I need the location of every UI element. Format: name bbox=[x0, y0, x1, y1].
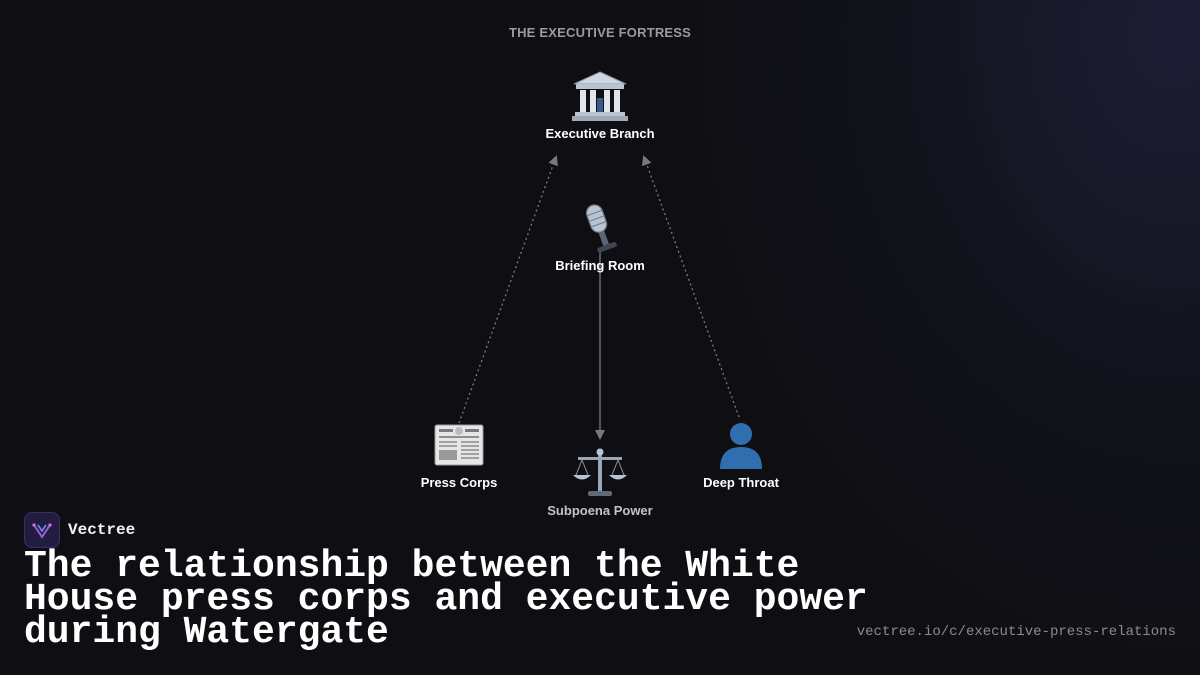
node-briefing-room: Briefing Room bbox=[510, 200, 690, 273]
diagram-heading: THE EXECUTIVE FORTRESS bbox=[508, 25, 692, 40]
node-deep-throat: Deep Throat bbox=[651, 417, 831, 490]
node-label: Briefing Room bbox=[555, 258, 645, 273]
node-press-corps: Press Corps bbox=[369, 417, 549, 490]
node-label: Deep Throat bbox=[703, 475, 779, 490]
source-url[interactable]: vectree.io/c/executive-press-relations bbox=[856, 624, 1176, 640]
classical-building-icon bbox=[570, 68, 630, 124]
brand: Vectree bbox=[24, 512, 135, 548]
edge-deepthroat-to-executive bbox=[642, 155, 740, 418]
newspaper-icon bbox=[429, 417, 489, 473]
balance-scale-icon bbox=[570, 445, 630, 501]
page-title: The relationship between the White House… bbox=[24, 545, 868, 654]
person-silhouette-icon bbox=[711, 417, 771, 473]
node-executive-branch: Executive Branch bbox=[510, 68, 690, 141]
vectree-logo-icon bbox=[24, 512, 60, 548]
node-label: Subpoena Power bbox=[547, 503, 653, 518]
node-label: Executive Branch bbox=[545, 126, 655, 141]
background-glow bbox=[680, 0, 1200, 675]
edge-press-to-executive bbox=[458, 155, 558, 424]
brand-name: Vectree bbox=[68, 521, 136, 539]
microphone-icon bbox=[570, 200, 630, 256]
node-subpoena-power: Subpoena Power bbox=[510, 445, 690, 518]
node-label: Press Corps bbox=[420, 475, 498, 490]
